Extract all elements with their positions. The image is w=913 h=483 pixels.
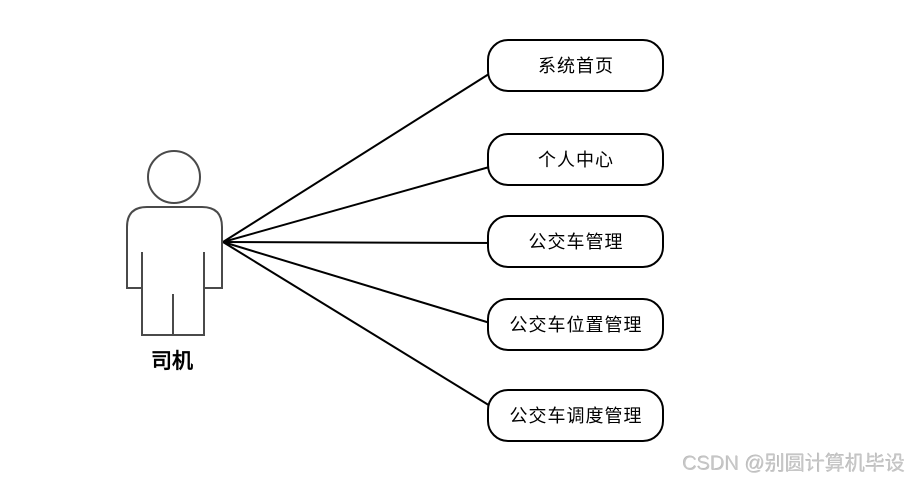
use-case-bus-location-management: 公交车位置管理 (487, 298, 664, 351)
use-case-bus-dispatch-management: 公交车调度管理 (487, 389, 664, 442)
actor-driver: 司机 (126, 150, 223, 373)
use-case-bus-dispatch-management-label: 公交车调度管理 (510, 406, 643, 426)
use-case-bus-management-label: 公交车管理 (529, 232, 624, 252)
association-line-profile (222, 163, 501, 243)
use-case-bus-management-shape (487, 215, 664, 268)
actor-head-icon (147, 150, 201, 204)
association-line-location (222, 241, 501, 327)
use-case-profile: 个人中心 (487, 133, 664, 186)
use-case-bus-dispatch-management-shape (487, 389, 664, 442)
use-case-profile-label: 个人中心 (538, 150, 614, 170)
association-lines (222, 66, 501, 413)
use-case-home-label: 系统首页 (538, 56, 614, 76)
use-case-profile-shape (487, 133, 664, 186)
csdn-watermark: CSDN @别圆计算机毕设 (682, 453, 905, 475)
association-line-bus (222, 241, 501, 244)
actor-body-icon (126, 206, 223, 336)
use-case-bus-location-management-label: 公交车位置管理 (510, 315, 643, 335)
actor-label: 司机 (151, 349, 193, 373)
use-case-bus-management: 公交车管理 (487, 215, 664, 268)
use-case-home-shape (487, 39, 664, 92)
use-case-home: 系统首页 (487, 39, 664, 92)
association-line-dispatch (222, 241, 501, 413)
use-case-bus-location-management-shape (487, 298, 664, 351)
association-line-home (222, 66, 501, 243)
